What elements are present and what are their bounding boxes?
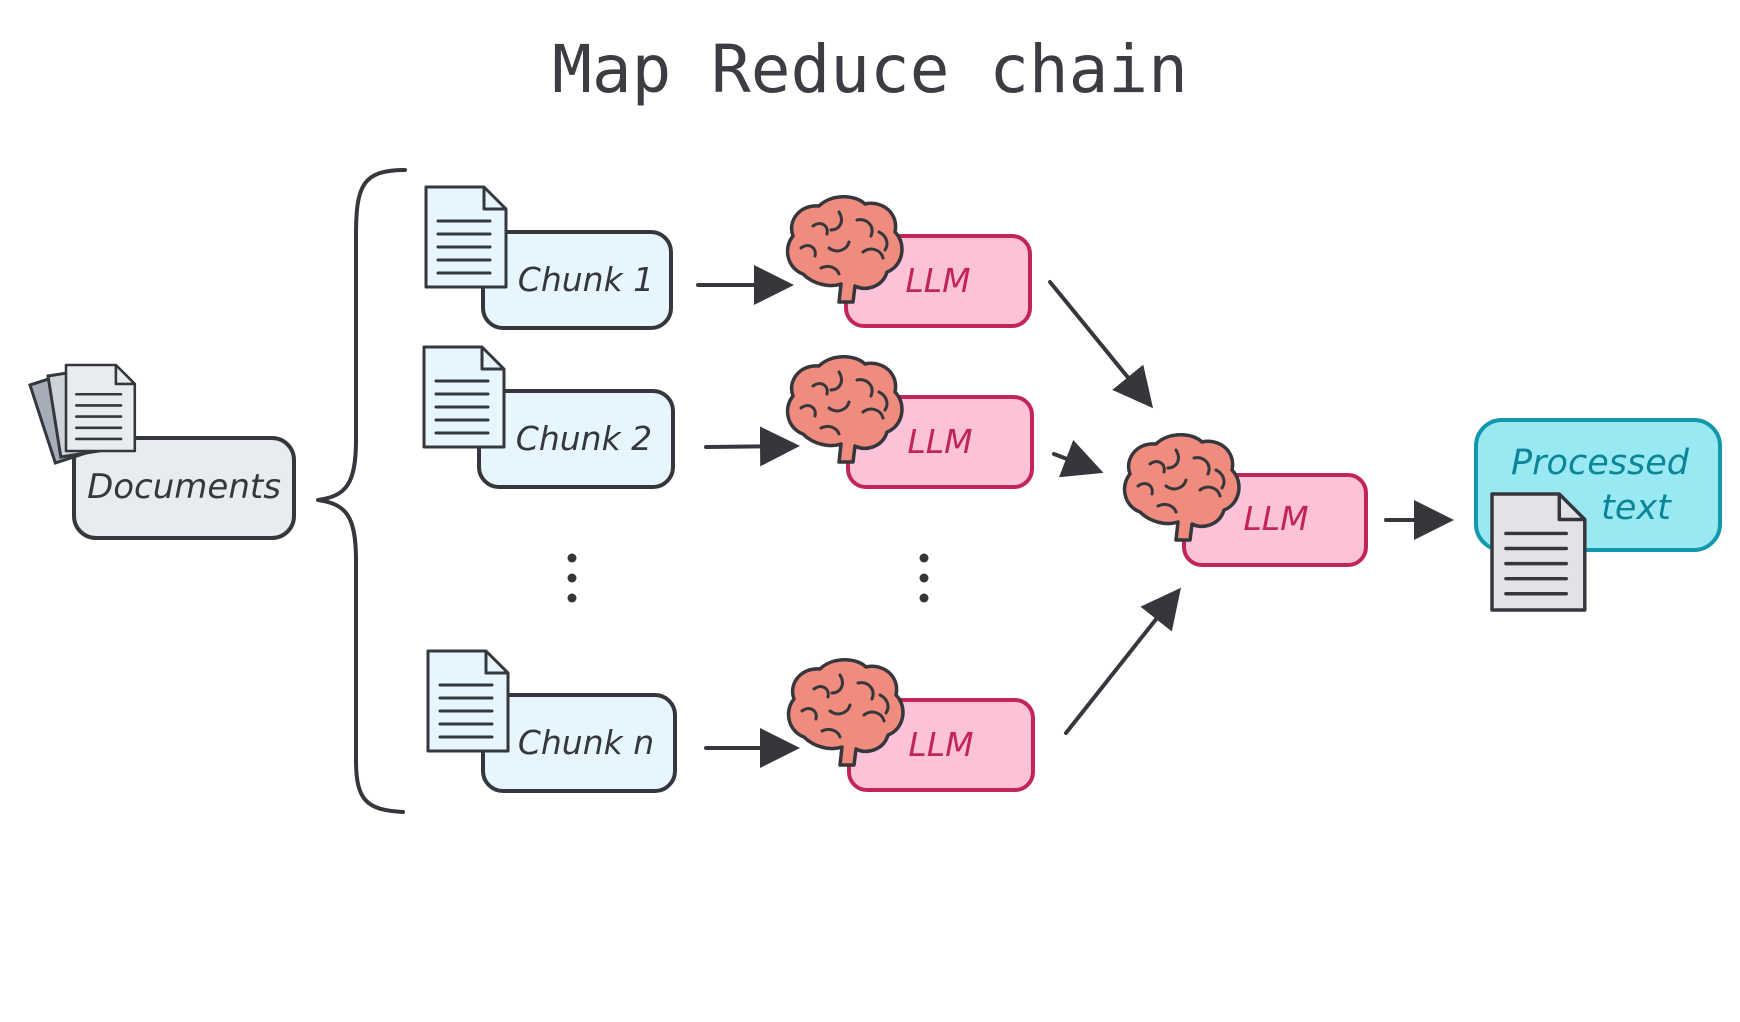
llms-ellipsis	[919, 553, 929, 603]
chunk-document-icon	[422, 345, 506, 449]
map-llm-node: LLM	[785, 194, 1032, 328]
chunks-ellipsis	[567, 553, 577, 603]
llm-label: LLM	[908, 725, 973, 764]
chunk-node: Chunk 2	[422, 345, 675, 489]
output-label-line1: Processed	[1511, 443, 1690, 483]
chunk-node: Chunk 1	[424, 185, 673, 330]
documents-label: Documents	[87, 467, 281, 507]
arrow-llm-to-reduce	[1064, 587, 1181, 735]
chunk-node: Chunk n	[426, 649, 677, 793]
output-node: Processed text	[1474, 418, 1722, 612]
reduce-llm-node: LLM	[1122, 432, 1368, 567]
chunk-document-icon	[424, 185, 508, 289]
chunk-label: Chunk 2	[516, 419, 652, 458]
llm-label: LLM	[907, 422, 972, 461]
chunk-label: Chunk 1	[518, 260, 654, 299]
chunk-label: Chunk n	[518, 723, 654, 762]
output-label-line2: text	[1601, 488, 1672, 528]
output-document-icon	[1490, 492, 1587, 612]
llm-label: LLM	[905, 261, 970, 300]
chunk-document-icon	[426, 649, 510, 753]
arrow-chunk-to-llm	[704, 426, 800, 467]
documents-node: Documents	[28, 363, 296, 540]
documents-stack-icon	[28, 363, 137, 465]
split-brace	[316, 168, 407, 814]
map-llm-node: LLM	[785, 354, 1034, 489]
arrow-llm-to-reduce	[1048, 280, 1154, 409]
page-title: Map Reduce chain	[552, 31, 1188, 108]
llm-label: LLM	[1243, 499, 1308, 538]
arrow-llm-to-reduce	[1052, 439, 1104, 478]
map-llm-node: LLM	[786, 657, 1035, 792]
